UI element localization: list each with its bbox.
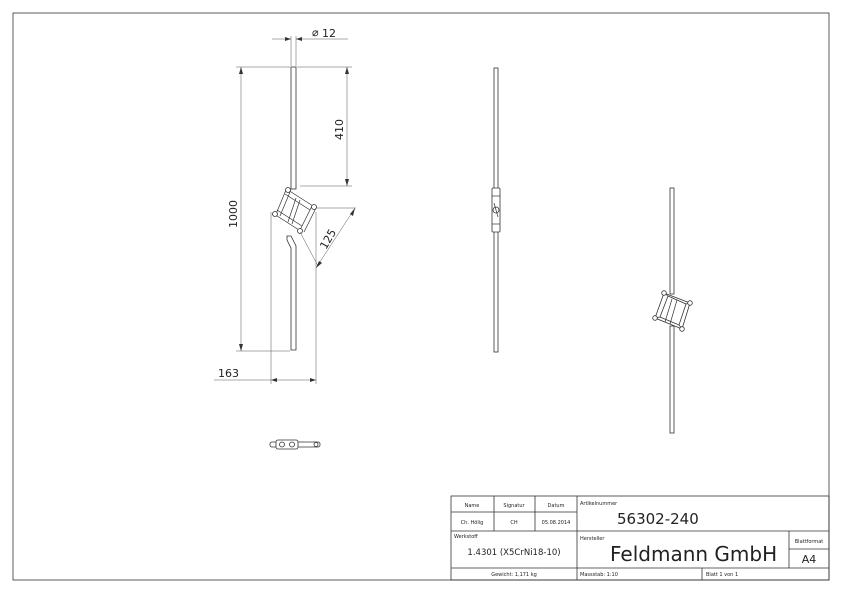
side-lower-rod [493, 229, 499, 353]
tb-date-header: Datum [548, 503, 565, 509]
tb-name-value: Ch. Hölig [461, 520, 484, 526]
dim-diameter-value: 12 [322, 27, 336, 40]
dim-upper-length: 410 [297, 66, 352, 187]
tb-scale: Massstab: 1:10 [580, 572, 618, 578]
tb-article-label: Artikelnummer [580, 501, 618, 507]
tb-weight: Gewicht: 1,171 kg [491, 572, 537, 578]
tb-sheet: Blatt 1 von 1 [706, 572, 738, 578]
tb-manufacturer-value: Feldmann GmbH [610, 542, 777, 566]
dim-diagonal: 125 [299, 207, 356, 269]
tb-material-label: Werkstoff [454, 534, 478, 540]
tb-date-value: 05.08.2014 [542, 520, 571, 526]
side-view [491, 67, 501, 353]
dim-offset: 163 [214, 212, 317, 384]
diameter-symbol: ⌀ [312, 26, 319, 39]
dim-diagonal-value: 125 [317, 227, 339, 252]
title-block: Name Signatur Datum Ch. Hölig CH 05.08.2… [450, 495, 830, 581]
tb-article-value: 56302-240 [617, 510, 699, 528]
tb-signature-value: CH [510, 520, 517, 526]
iso-lower-rod [669, 325, 675, 434]
iso-upper-rod [669, 187, 675, 295]
dim-total-length-value: 1000 [227, 200, 240, 228]
tb-format-label: Blattformat [795, 539, 824, 545]
iso-view [652, 187, 693, 434]
tb-name-header: Name [465, 503, 480, 509]
dim-offset-value: 163 [218, 367, 239, 380]
dim-upper-length-value: 410 [333, 119, 346, 140]
dim-total-length: 1000 [227, 66, 290, 352]
sheet-frame [12, 12, 830, 581]
twist-cage [272, 187, 317, 234]
top-view [269, 439, 321, 450]
tb-material-value: 1.4301 (X5CrNi18-10) [467, 548, 560, 558]
side-upper-rod [493, 67, 499, 191]
front-view: ⌀ 12 410 1000 125 [214, 26, 356, 384]
tb-manufacturer-label: Hersteller [580, 536, 605, 542]
lower-rod [286, 235, 297, 351]
upper-rod [290, 66, 297, 190]
tb-signature-header: Signatur [503, 503, 525, 509]
tb-format-value: A4 [802, 553, 817, 566]
dim-diameter: ⌀ 12 [272, 26, 348, 66]
iso-cage [652, 290, 693, 332]
